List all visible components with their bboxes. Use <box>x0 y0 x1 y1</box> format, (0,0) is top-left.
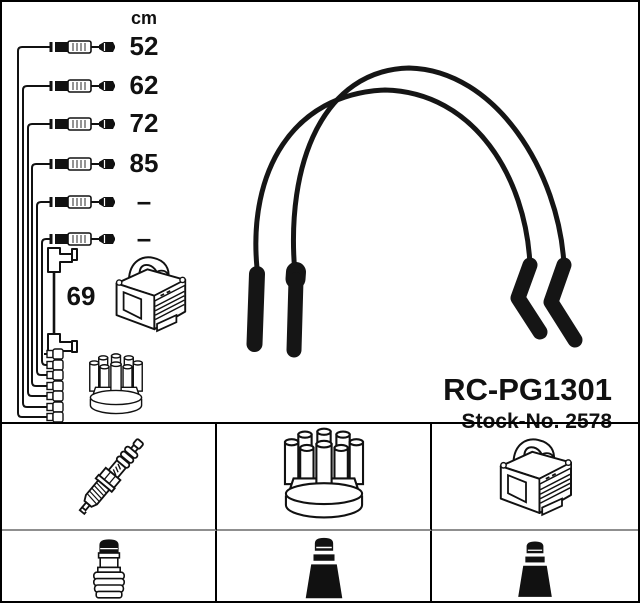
cable-row-connector <box>48 232 116 246</box>
cable-length-label: 72 <box>129 108 159 138</box>
cable-row-connector <box>48 157 116 171</box>
part-number: RC-PG1301 <box>443 372 612 407</box>
stock-number: Stock-No. 2578 <box>461 409 612 433</box>
elbow-boot <box>510 257 548 340</box>
cable-row-connector <box>48 195 116 209</box>
elbow-boot <box>543 257 583 348</box>
ignition-coil-icon <box>490 432 580 522</box>
cable-length-label: 62 <box>129 70 159 100</box>
spark-plug-terminal-icon <box>85 537 133 601</box>
harness-pin-connectors <box>46 348 64 423</box>
part-info: RC-PG1301 Stock-No. 2578 <box>443 372 612 434</box>
coil-boot-icon <box>514 539 556 601</box>
cable-row-connector <box>48 40 116 54</box>
ignition-cables-illustration <box>246 65 583 358</box>
straight-boot <box>246 266 265 352</box>
coil-wire-length-label: 69 <box>66 281 96 311</box>
distributor-boot-icon <box>301 537 347 601</box>
cable-row-connector <box>48 117 116 131</box>
cable-harness-diagram <box>17 40 187 423</box>
components-grid <box>2 422 638 601</box>
coil-wire-69 <box>47 247 78 353</box>
cell-distributor-boot <box>217 531 432 601</box>
distributor-cap-small <box>90 354 142 414</box>
unit-label: cm <box>130 8 157 28</box>
cable-length-label: – <box>136 223 152 253</box>
cable-length-label: 85 <box>129 148 159 178</box>
cell-ignition-coil <box>432 424 638 531</box>
cell-coil-boot <box>432 531 638 601</box>
cable-length-label: – <box>136 186 152 216</box>
cable-row-connector <box>48 79 116 93</box>
distributor-cap-icon <box>276 427 372 526</box>
cell-spark-plug-terminal <box>2 531 217 601</box>
cable-length-label: 52 <box>129 31 159 61</box>
spark-plug-icon <box>57 427 161 527</box>
cell-distributor-cap <box>217 424 432 531</box>
ignition-coil-small <box>115 256 187 332</box>
straight-boot <box>286 272 304 358</box>
cell-spark-plug <box>2 424 217 531</box>
